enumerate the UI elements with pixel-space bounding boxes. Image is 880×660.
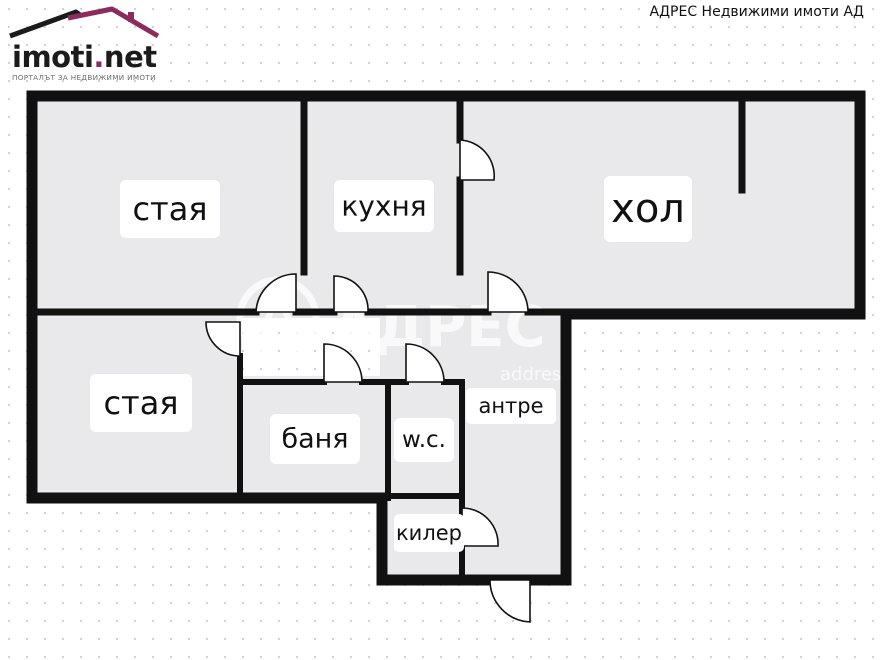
doors: [205, 139, 531, 623]
svg-text:кухня: кухня: [341, 190, 426, 223]
imoti-logo[interactable]: imoti.net ПОРТАЛЪТ ЗА НЕДВИЖИМИ ИМОТИ: [8, 6, 168, 86]
door-wc[interactable]: [405, 343, 445, 383]
logo-dot: .: [93, 40, 104, 74]
room-labels: стая кухня хол стая баня w.c. антре кил: [90, 176, 692, 552]
svg-text:антре: антре: [478, 394, 543, 418]
svg-text:стая: стая: [103, 384, 178, 422]
door-entrance[interactable]: [489, 579, 531, 623]
logo-tld: net: [103, 40, 157, 74]
door-living[interactable]: [487, 271, 529, 313]
watermark-site: address.bg: [500, 364, 599, 385]
door-bathroom[interactable]: [323, 343, 363, 383]
door-room-1[interactable]: [255, 273, 297, 313]
agency-name: АДРЕС Недвижими имоти АД: [649, 4, 864, 20]
room-label-room-1: стая: [120, 180, 220, 238]
door-room-2[interactable]: [205, 321, 241, 357]
room-label-living: хол: [604, 176, 692, 242]
house-roof-icon: [9, 6, 160, 39]
outer-wall: [26, 90, 866, 586]
door-storage[interactable]: [461, 507, 499, 547]
room-label-kitchen: кухня: [334, 180, 434, 232]
door-kitchen-living[interactable]: [459, 139, 496, 181]
room-label-bathroom: баня: [270, 414, 360, 464]
svg-text:хол: хол: [611, 186, 685, 232]
room-label-storage: килер: [394, 514, 464, 552]
svg-text:стая: стая: [132, 190, 207, 228]
logo-tagline: ПОРТАЛЪТ ЗА НЕДВИЖИМИ ИМОТИ: [12, 73, 156, 82]
logo-name: imoti: [12, 40, 94, 74]
svg-text:баня: баня: [281, 424, 348, 455]
room-label-hallway: антре: [466, 388, 556, 424]
room-label-wc: w.c.: [394, 418, 454, 462]
walls: [26, 90, 866, 586]
svg-text:килер: килер: [396, 521, 462, 545]
logo-wordmark: imoti.net: [12, 40, 157, 74]
svg-text:w.c.: w.c.: [402, 427, 446, 453]
room-label-room-2: стая: [90, 374, 192, 432]
door-kitchen[interactable]: [333, 275, 369, 313]
